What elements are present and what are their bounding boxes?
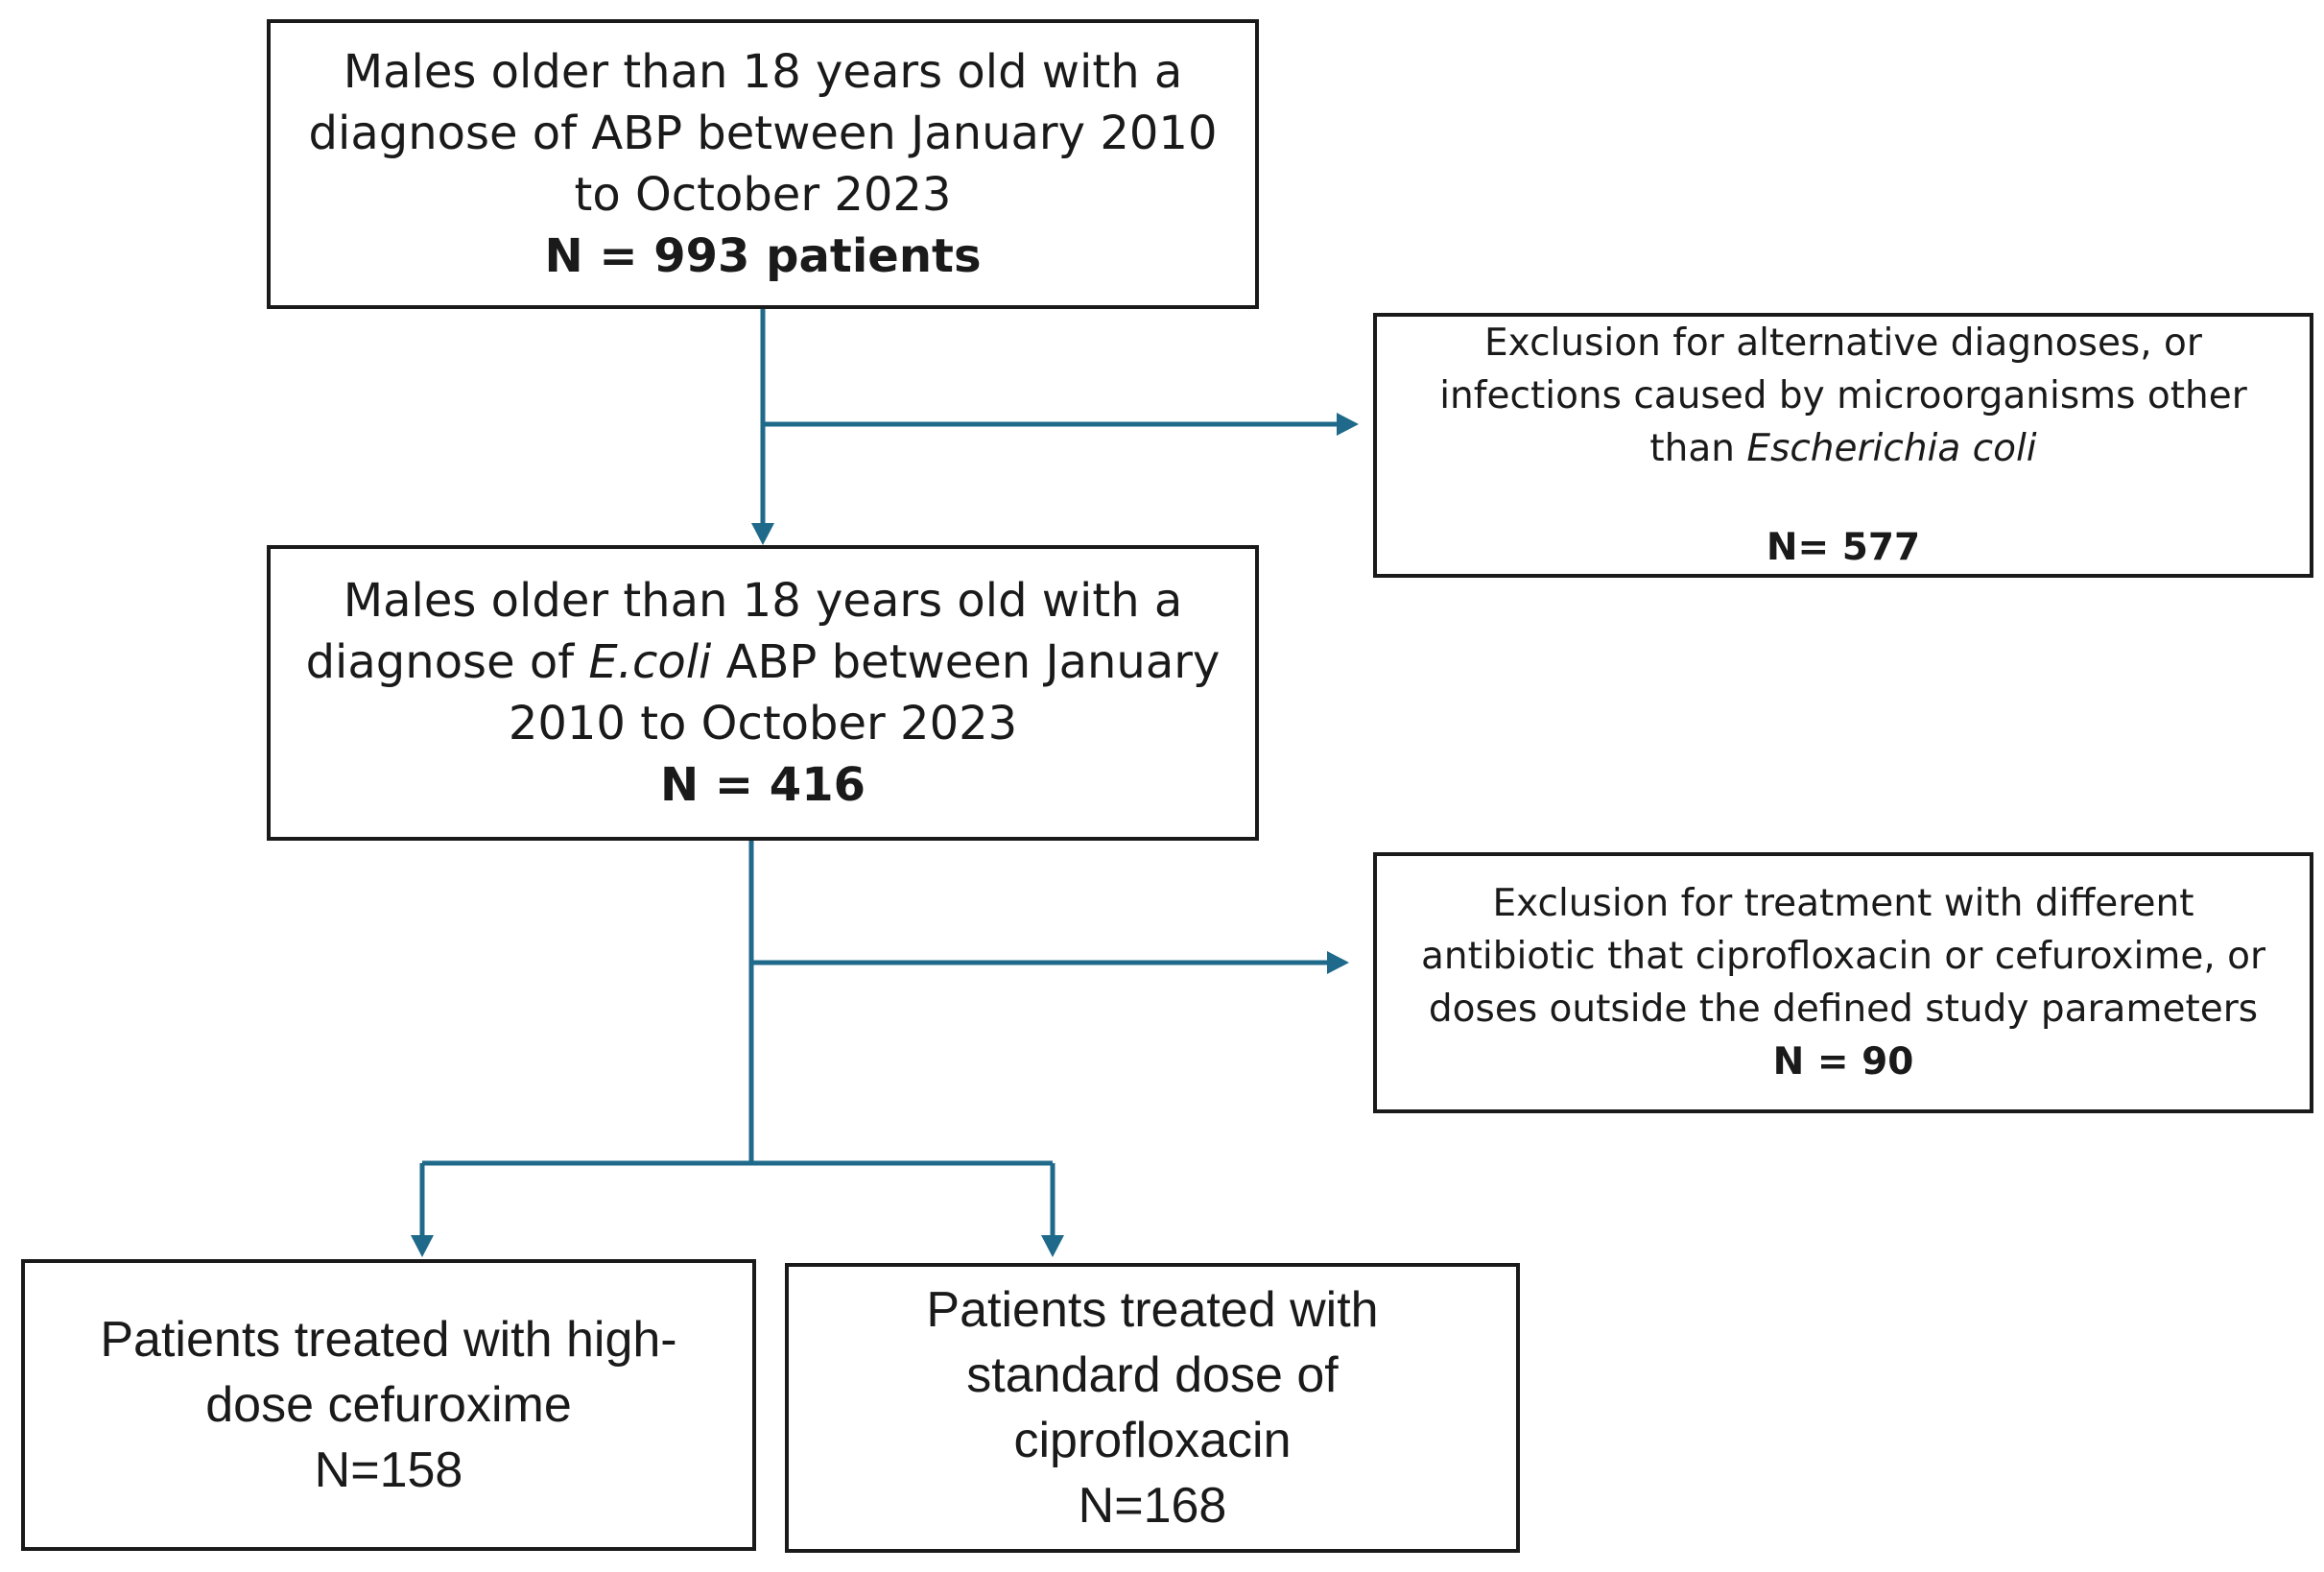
- cefuroxime-line-1: Patients treated with high-: [100, 1312, 677, 1368]
- arrowhead-to-ecoli: [751, 523, 774, 545]
- exclusion-1-count: N= 577: [1766, 526, 1921, 569]
- exclusion-2-line-3: doses outside the defined study paramete…: [1428, 988, 2259, 1031]
- initial-line-2: diagnose of ABP between January 2010: [308, 107, 1218, 160]
- initial-population-box: Males older than 18 years old with a dia…: [267, 19, 1259, 309]
- ecoli-line-1: Males older than 18 years old with a: [343, 574, 1183, 628]
- ciprofloxacin-line-3: ciprofloxacin: [1013, 1413, 1292, 1468]
- ecoli-population-box: Males older than 18 years old with a dia…: [267, 545, 1259, 841]
- exclusion-1-organism: Escherichia coli: [1746, 427, 2037, 470]
- ciprofloxacin-line-2: standard dose of: [966, 1347, 1339, 1403]
- ciprofloxacin-group-box: Patients treated with standard dose of c…: [785, 1263, 1520, 1553]
- ecoli-line-2-suffix: ABP between January: [711, 635, 1221, 689]
- ecoli-line-2-prefix: diagnose of: [305, 635, 589, 689]
- exclusion-1-box: Exclusion for alternative diagnoses, or …: [1373, 313, 2313, 578]
- ecoli-organism: E.coli: [588, 635, 712, 689]
- ecoli-count: N = 416: [659, 758, 866, 812]
- exclusion-1-line-3-prefix: than: [1649, 427, 1747, 470]
- exclusion-1-line-2: infections caused by microorganisms othe…: [1439, 374, 2247, 417]
- arrowhead-to-exclusion1: [1337, 413, 1359, 436]
- exclusion-2-line-1: Exclusion for treatment with different: [1492, 882, 2194, 925]
- exclusion-1-line-1: Exclusion for alternative diagnoses, or: [1484, 322, 2202, 365]
- arrowhead-to-exclusion2: [1327, 951, 1349, 974]
- ciprofloxacin-line-1: Patients treated with: [926, 1282, 1379, 1338]
- ecoli-line-3: 2010 to October 2023: [508, 697, 1018, 750]
- cefuroxime-count: N=158: [314, 1442, 463, 1498]
- exclusion-2-line-2: antibiotic that ciprofloxacin or cefurox…: [1420, 935, 2266, 978]
- cefuroxime-group-box: Patients treated with high- dose cefurox…: [21, 1259, 756, 1551]
- initial-line-3: to October 2023: [574, 168, 952, 222]
- arrowhead-to-ciprofloxacin: [1041, 1235, 1064, 1257]
- initial-line-1: Males older than 18 years old with a: [343, 45, 1183, 99]
- cefuroxime-line-2: dose cefuroxime: [205, 1377, 572, 1433]
- initial-count: N = 993 patients: [544, 229, 982, 283]
- arrowhead-to-cefuroxime: [411, 1235, 434, 1257]
- ciprofloxacin-count: N=168: [1078, 1478, 1227, 1534]
- exclusion-1-line-3: than Escherichia coli: [1649, 422, 2036, 475]
- ecoli-line-2: diagnose of E.coli ABP between January: [306, 631, 1221, 693]
- exclusion-2-count: N = 90: [1772, 1040, 1914, 1084]
- exclusion-2-box: Exclusion for treatment with different a…: [1373, 852, 2313, 1113]
